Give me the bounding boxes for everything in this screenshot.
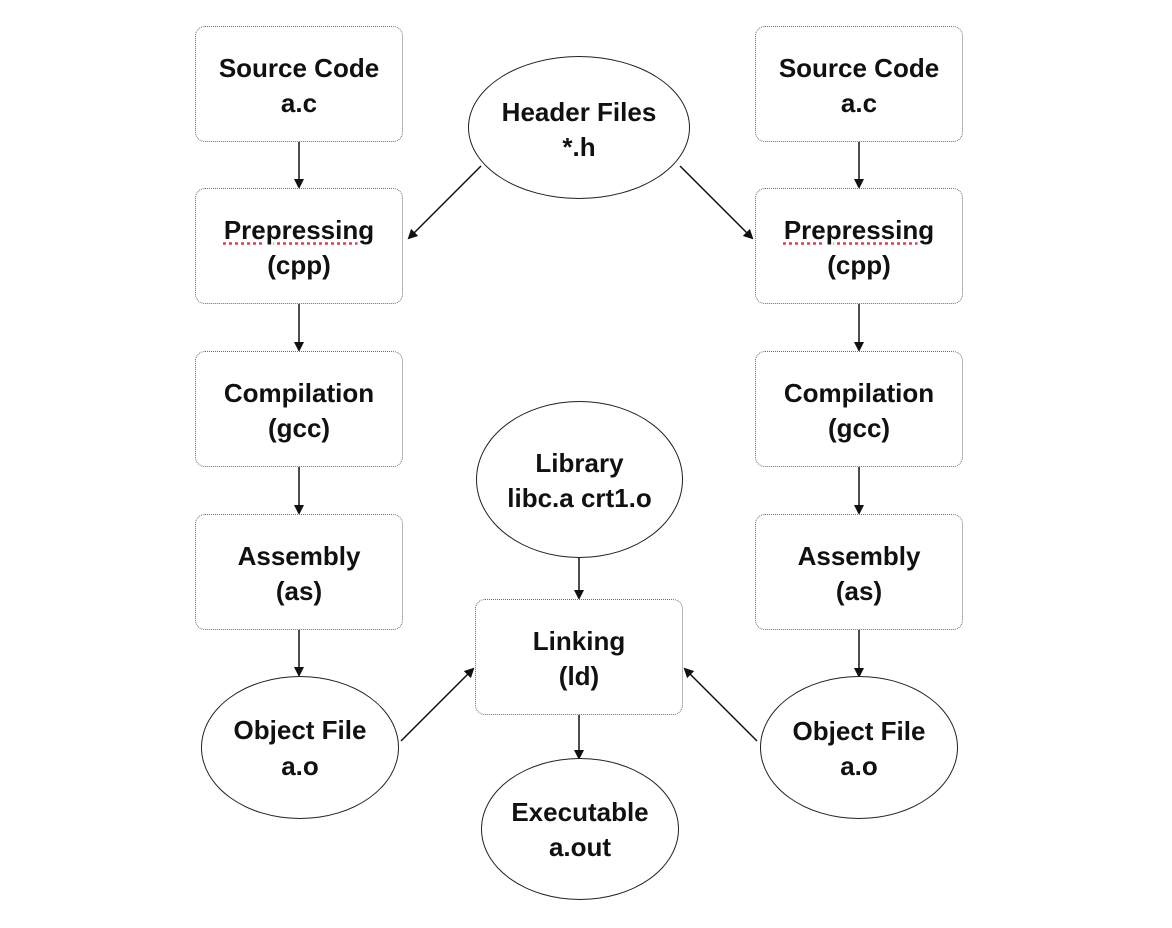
- node-executable: Executable a.out: [481, 758, 679, 900]
- node-object-file-right: Object File a.o: [760, 676, 958, 819]
- node-label-line1: Source Code: [778, 53, 940, 83]
- node-label-line2: libc.a crt1.o: [507, 483, 652, 513]
- node-label-line1: Assembly: [797, 541, 921, 571]
- node-prepressing-left: Prepressing (cpp): [195, 188, 403, 304]
- node-linking: Linking (ld): [475, 599, 683, 715]
- node-assembly-left: Assembly (as): [195, 514, 403, 630]
- node-library: Library libc.a crt1.o: [476, 401, 683, 558]
- node-label-line1: Source Code: [218, 53, 380, 83]
- node-label-line1: Executable: [511, 797, 649, 827]
- node-label-line2: (as): [275, 576, 323, 606]
- node-label-line2: *.h: [562, 132, 596, 162]
- node-label-line2: (cpp): [827, 250, 891, 280]
- arrow-object-right-to-linking: [683, 667, 758, 742]
- node-compilation-left: Compilation (gcc): [195, 351, 403, 467]
- node-label-line1: Linking: [532, 626, 626, 656]
- node-assembly-right: Assembly (as): [755, 514, 963, 630]
- node-object-file-left: Object File a.o: [201, 676, 399, 819]
- node-label-line2: a.c: [280, 88, 318, 118]
- node-label-line2: (ld): [558, 661, 600, 691]
- node-label-line1: Compilation: [783, 378, 935, 408]
- node-label-line1: Assembly: [237, 541, 361, 571]
- node-label-line2: a.out: [548, 832, 612, 862]
- node-label-line1: Library: [535, 448, 624, 478]
- node-label-text: Prepressing: [783, 215, 935, 245]
- node-label-line1: Prepressing: [756, 215, 962, 245]
- node-label-line2: a.c: [840, 88, 878, 118]
- node-header-files: Header Files *.h: [468, 56, 690, 199]
- node-label-line2: (gcc): [267, 413, 331, 443]
- node-label-line2: (gcc): [827, 413, 891, 443]
- node-prepressing-right: Prepressing (cpp): [755, 188, 963, 304]
- arrow-header-to-prepressing-right: [679, 165, 754, 240]
- node-label-line1: Prepressing: [196, 215, 402, 245]
- node-label-line2: a.o: [281, 751, 319, 781]
- node-label-line2: a.o: [840, 751, 878, 781]
- arrow-header-to-prepressing-left: [407, 165, 482, 240]
- node-label-line1: Object File: [233, 715, 367, 745]
- node-label-line1: Object File: [792, 716, 926, 746]
- arrow-object-left-to-linking: [400, 667, 475, 742]
- node-source-code-right: Source Code a.c: [755, 26, 963, 142]
- node-label-line1: Header Files: [501, 97, 657, 127]
- node-label-line2: (cpp): [267, 250, 331, 280]
- node-label-line1: Compilation: [223, 378, 375, 408]
- node-compilation-right: Compilation (gcc): [755, 351, 963, 467]
- node-label-text: Prepressing: [223, 215, 375, 245]
- node-label-line2: (as): [835, 576, 883, 606]
- node-source-code-left: Source Code a.c: [195, 26, 403, 142]
